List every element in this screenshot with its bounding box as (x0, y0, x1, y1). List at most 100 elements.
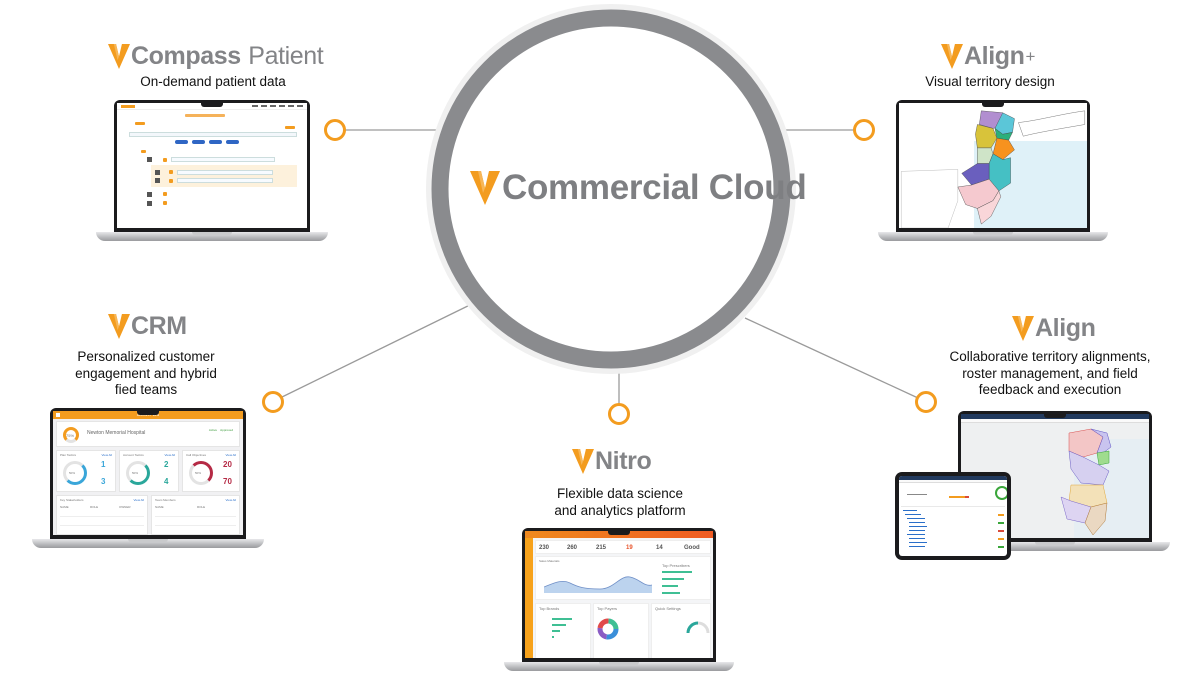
table-header (901, 506, 1005, 507)
top-brands-panel: Top Brands (535, 603, 591, 658)
connector-dot-compass-patient[interactable] (324, 119, 346, 141)
desc-line: Collaborative territory alignments, (949, 349, 1151, 364)
quick-settings-panel: Quick Settings (651, 603, 711, 658)
laptop-nitro: 230 260 215 19 14 Good Sales Materials T… (504, 528, 734, 671)
hub-title: Commercial Cloud (470, 166, 807, 210)
table-row[interactable] (909, 546, 925, 547)
account-name: Newton Memorial Hospital (87, 430, 146, 436)
nested-group (151, 165, 297, 187)
veeva-v-icon (1012, 316, 1034, 341)
view-all-link[interactable]: View All (101, 453, 112, 457)
payers-donut-chart (597, 618, 619, 640)
home-icon[interactable] (56, 413, 60, 417)
align-nav-bar (899, 480, 1007, 483)
prescriber-bar (662, 585, 678, 587)
table-row[interactable] (907, 518, 925, 519)
criteria-chip (163, 158, 167, 162)
filter-row (129, 132, 297, 137)
align-plus-map-screen (899, 103, 1087, 228)
connector-dot-align[interactable] (915, 391, 937, 413)
progress-ring (189, 461, 213, 485)
view-all-link[interactable]: View All (133, 498, 144, 502)
laptop-bezel (896, 100, 1090, 232)
veeva-v-icon (572, 449, 594, 474)
table-row[interactable] (903, 510, 917, 511)
criteria-chip (169, 170, 173, 174)
veeva-v-icon (108, 314, 130, 339)
desc-line: and analytics platform (554, 502, 686, 518)
connector-align (744, 317, 919, 399)
criteria-row (177, 178, 273, 183)
status-bar (998, 538, 1004, 540)
column-header: OWNER (119, 505, 131, 509)
territory-map (900, 110, 1086, 228)
laptop-compass-patient (96, 100, 328, 241)
card-title: Account Tactics (123, 453, 144, 457)
column-header: NAME (60, 505, 69, 509)
hub-ring (431, 9, 791, 369)
progress-ring (126, 461, 150, 485)
compass-logo (121, 104, 135, 108)
product-name-bold: Compass (131, 42, 241, 70)
product-name-bold: Nitro (595, 447, 652, 475)
call-objectives-card: Call Objectives View All 50% 20 70 (182, 450, 240, 492)
prescriber-bar (662, 578, 684, 580)
view-all-link[interactable]: View All (225, 453, 236, 457)
kpi-value: 215 (596, 545, 607, 551)
table-title: Team Members (155, 498, 176, 502)
product-superscript: + (1025, 46, 1036, 66)
account-tactics-card: Account Tactics View All 50% 2 4 (119, 450, 179, 492)
criteria-chip (163, 201, 167, 205)
laptop-base (96, 232, 328, 241)
column-header: NAME (155, 505, 164, 509)
product-title-align-plus: Align+ (941, 42, 1035, 71)
crm-account-plan-screen: Account Plans 75% Newton Memorial Hospit… (53, 411, 243, 535)
view-all-link[interactable]: View All (164, 453, 175, 457)
criteria-icon (155, 170, 160, 175)
align-roster-screen (899, 476, 1007, 556)
table-row[interactable] (909, 526, 927, 527)
hub-ring-shadow (426, 4, 796, 374)
and-chip (141, 150, 146, 153)
section-title: Top Brands (539, 606, 560, 611)
laptop-crm: Account Plans 75% Newton Memorial Hospit… (32, 408, 264, 548)
crm-header-title: Account Plans (136, 413, 160, 417)
incomplete-count: 4 (164, 477, 169, 486)
status-badge-approved: Approved (220, 428, 233, 432)
align-territory-map (1060, 428, 1112, 536)
connector-dot-crm[interactable] (262, 391, 284, 413)
product-name-bold: Align (1035, 314, 1096, 342)
view-all-link[interactable]: View All (225, 498, 236, 502)
nitro-dashboard-screen: 230 260 215 19 14 Good Sales Materials T… (525, 531, 713, 658)
connector-dot-align-plus[interactable] (853, 119, 875, 141)
table-row[interactable] (909, 538, 925, 539)
connector-dot-nitro[interactable] (608, 403, 630, 425)
desc-line: feedback and execution (978, 382, 1122, 397)
align-nav-bar (961, 419, 1149, 423)
team-members-table: Team Members View All NAME ROLE (151, 495, 240, 535)
brand-bar (552, 630, 560, 632)
table-row[interactable] (909, 542, 927, 543)
brand-bar (552, 618, 572, 620)
progress-value: 50% (132, 471, 139, 475)
table-row[interactable] (909, 530, 925, 531)
laptop-base (32, 539, 264, 548)
filter-pill (175, 140, 188, 144)
laptop-base (878, 232, 1108, 241)
table-row[interactable] (905, 514, 921, 515)
table-row[interactable] (909, 522, 925, 523)
section-title: Quick Settings (655, 606, 681, 611)
prescriber-bar (662, 571, 692, 573)
criteria-chip (169, 179, 173, 183)
kpi-value: 14 (656, 545, 663, 551)
align-header-bar (899, 476, 1007, 480)
criteria-chip (163, 192, 167, 196)
table-row[interactable] (907, 534, 925, 535)
crm-header-bar: Account Plans (53, 411, 243, 419)
laptop-base (940, 542, 1170, 551)
product-desc-crm: Personalized customer engagement and hyb… (60, 349, 232, 399)
product-name-bold: CRM (131, 312, 187, 340)
compass-nav-items (252, 105, 303, 107)
section-title: Sales Materials (539, 559, 560, 563)
status-bar (998, 530, 1004, 532)
